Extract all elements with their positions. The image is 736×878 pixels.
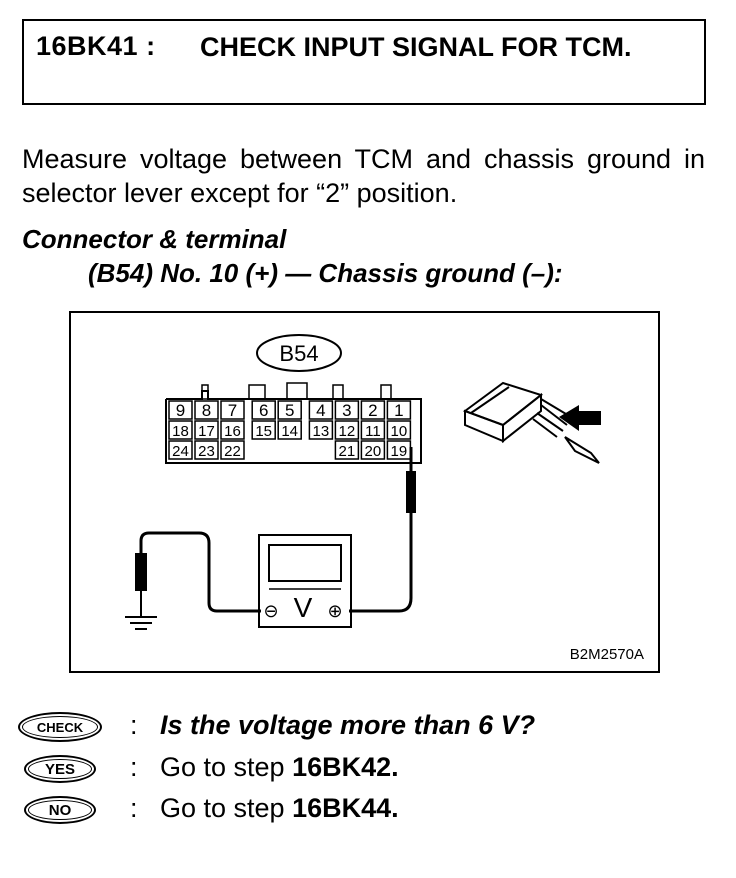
terminal-number: 16 [224, 423, 241, 440]
terminal-number: 14 [281, 423, 298, 440]
terminal-cell [277, 400, 302, 420]
terminal-number: 15 [255, 423, 272, 440]
connector-illustration [462, 381, 600, 464]
positive-lead [349, 513, 413, 613]
terminal-number: 21 [339, 443, 356, 460]
terminal-cell [334, 440, 360, 460]
connector-label: B54 [279, 341, 318, 366]
terminal-number: 20 [365, 443, 382, 460]
terminal-cell [251, 420, 276, 440]
terminal-cell [220, 420, 245, 440]
figure-id: B2M2570A [569, 646, 644, 663]
terminal-number: 13 [313, 423, 330, 440]
voltmeter-symbol: V [294, 592, 313, 623]
connector-tabs [201, 382, 392, 400]
terminal-number: 1 [394, 401, 403, 420]
terminal-number: 9 [176, 401, 185, 420]
no-badge: NO [24, 796, 96, 824]
terminal-number: 6 [259, 401, 268, 420]
terminal-cell [220, 400, 245, 420]
connector-label-ellipse [256, 334, 342, 372]
terminal-cell [194, 420, 219, 440]
terminal-cell [194, 400, 219, 420]
terminal-cell [308, 420, 334, 440]
minus-terminal: ⊖ [263, 601, 278, 622]
connector-body [165, 390, 422, 464]
terminal-cell [334, 420, 360, 440]
instruction-text: Measure voltage between TCM and chassis … [22, 144, 705, 208]
ground-lead [139, 531, 261, 613]
step-title: CHECK INPUT SIGNAL FOR TCM. [200, 32, 632, 62]
terminal-cell [251, 400, 276, 420]
terminal-number: 4 [316, 401, 325, 420]
step-header-box: 16BK41 : CHECK INPUT SIGNAL FOR TCM. [22, 19, 706, 105]
ground-probe [135, 553, 147, 591]
terminal-number: 10 [391, 423, 408, 440]
terminal-cell [220, 440, 245, 460]
connector-heading: Connector & terminal [22, 224, 287, 254]
yes-badge: YES [24, 755, 96, 783]
positive-probe [406, 471, 416, 513]
terminal-cell [360, 400, 386, 420]
terminal-cell [360, 440, 386, 460]
terminal-number: 22 [224, 443, 241, 460]
terminal-number: 17 [198, 423, 215, 440]
terminal-number: 24 [172, 443, 189, 460]
voltmeter-display [268, 544, 342, 582]
terminal-cell [168, 420, 193, 440]
terminal-cell [334, 400, 360, 420]
voltmeter-body [258, 534, 352, 628]
terminal-cell [168, 440, 193, 460]
terminal-number: 5 [285, 401, 294, 420]
plus-terminal: ⊕ [327, 601, 342, 622]
connector-detail: (B54) No. 10 (+) — Chassis ground (–): [88, 258, 563, 288]
terminal-number: 3 [342, 401, 351, 420]
terminal-number: 7 [228, 401, 237, 420]
terminal-cell [308, 400, 334, 420]
check-badge: CHECK [18, 712, 102, 742]
terminal-cell [386, 420, 412, 440]
terminal-number: 11 [365, 423, 381, 440]
insert-arrow [559, 405, 601, 431]
terminal-number: 2 [368, 401, 377, 420]
terminal-cell [277, 420, 302, 440]
terminal-cell [168, 400, 193, 420]
terminal-number: 19 [391, 443, 408, 460]
no-target-step: 16BK44. [292, 793, 399, 823]
ground-symbol [125, 616, 157, 630]
terminal-cell [386, 400, 412, 420]
terminal-number: 18 [172, 423, 189, 440]
terminal-number: 23 [198, 443, 215, 460]
step-code: 16BK41 : [36, 31, 156, 61]
check-question: Is the voltage more than 6 V? [160, 710, 536, 740]
terminal-number: 8 [202, 401, 211, 420]
terminal-cell [360, 420, 386, 440]
terminal-cell [194, 440, 219, 460]
terminal-number: 12 [339, 423, 356, 440]
yes-target-step: 16BK42. [292, 752, 399, 782]
